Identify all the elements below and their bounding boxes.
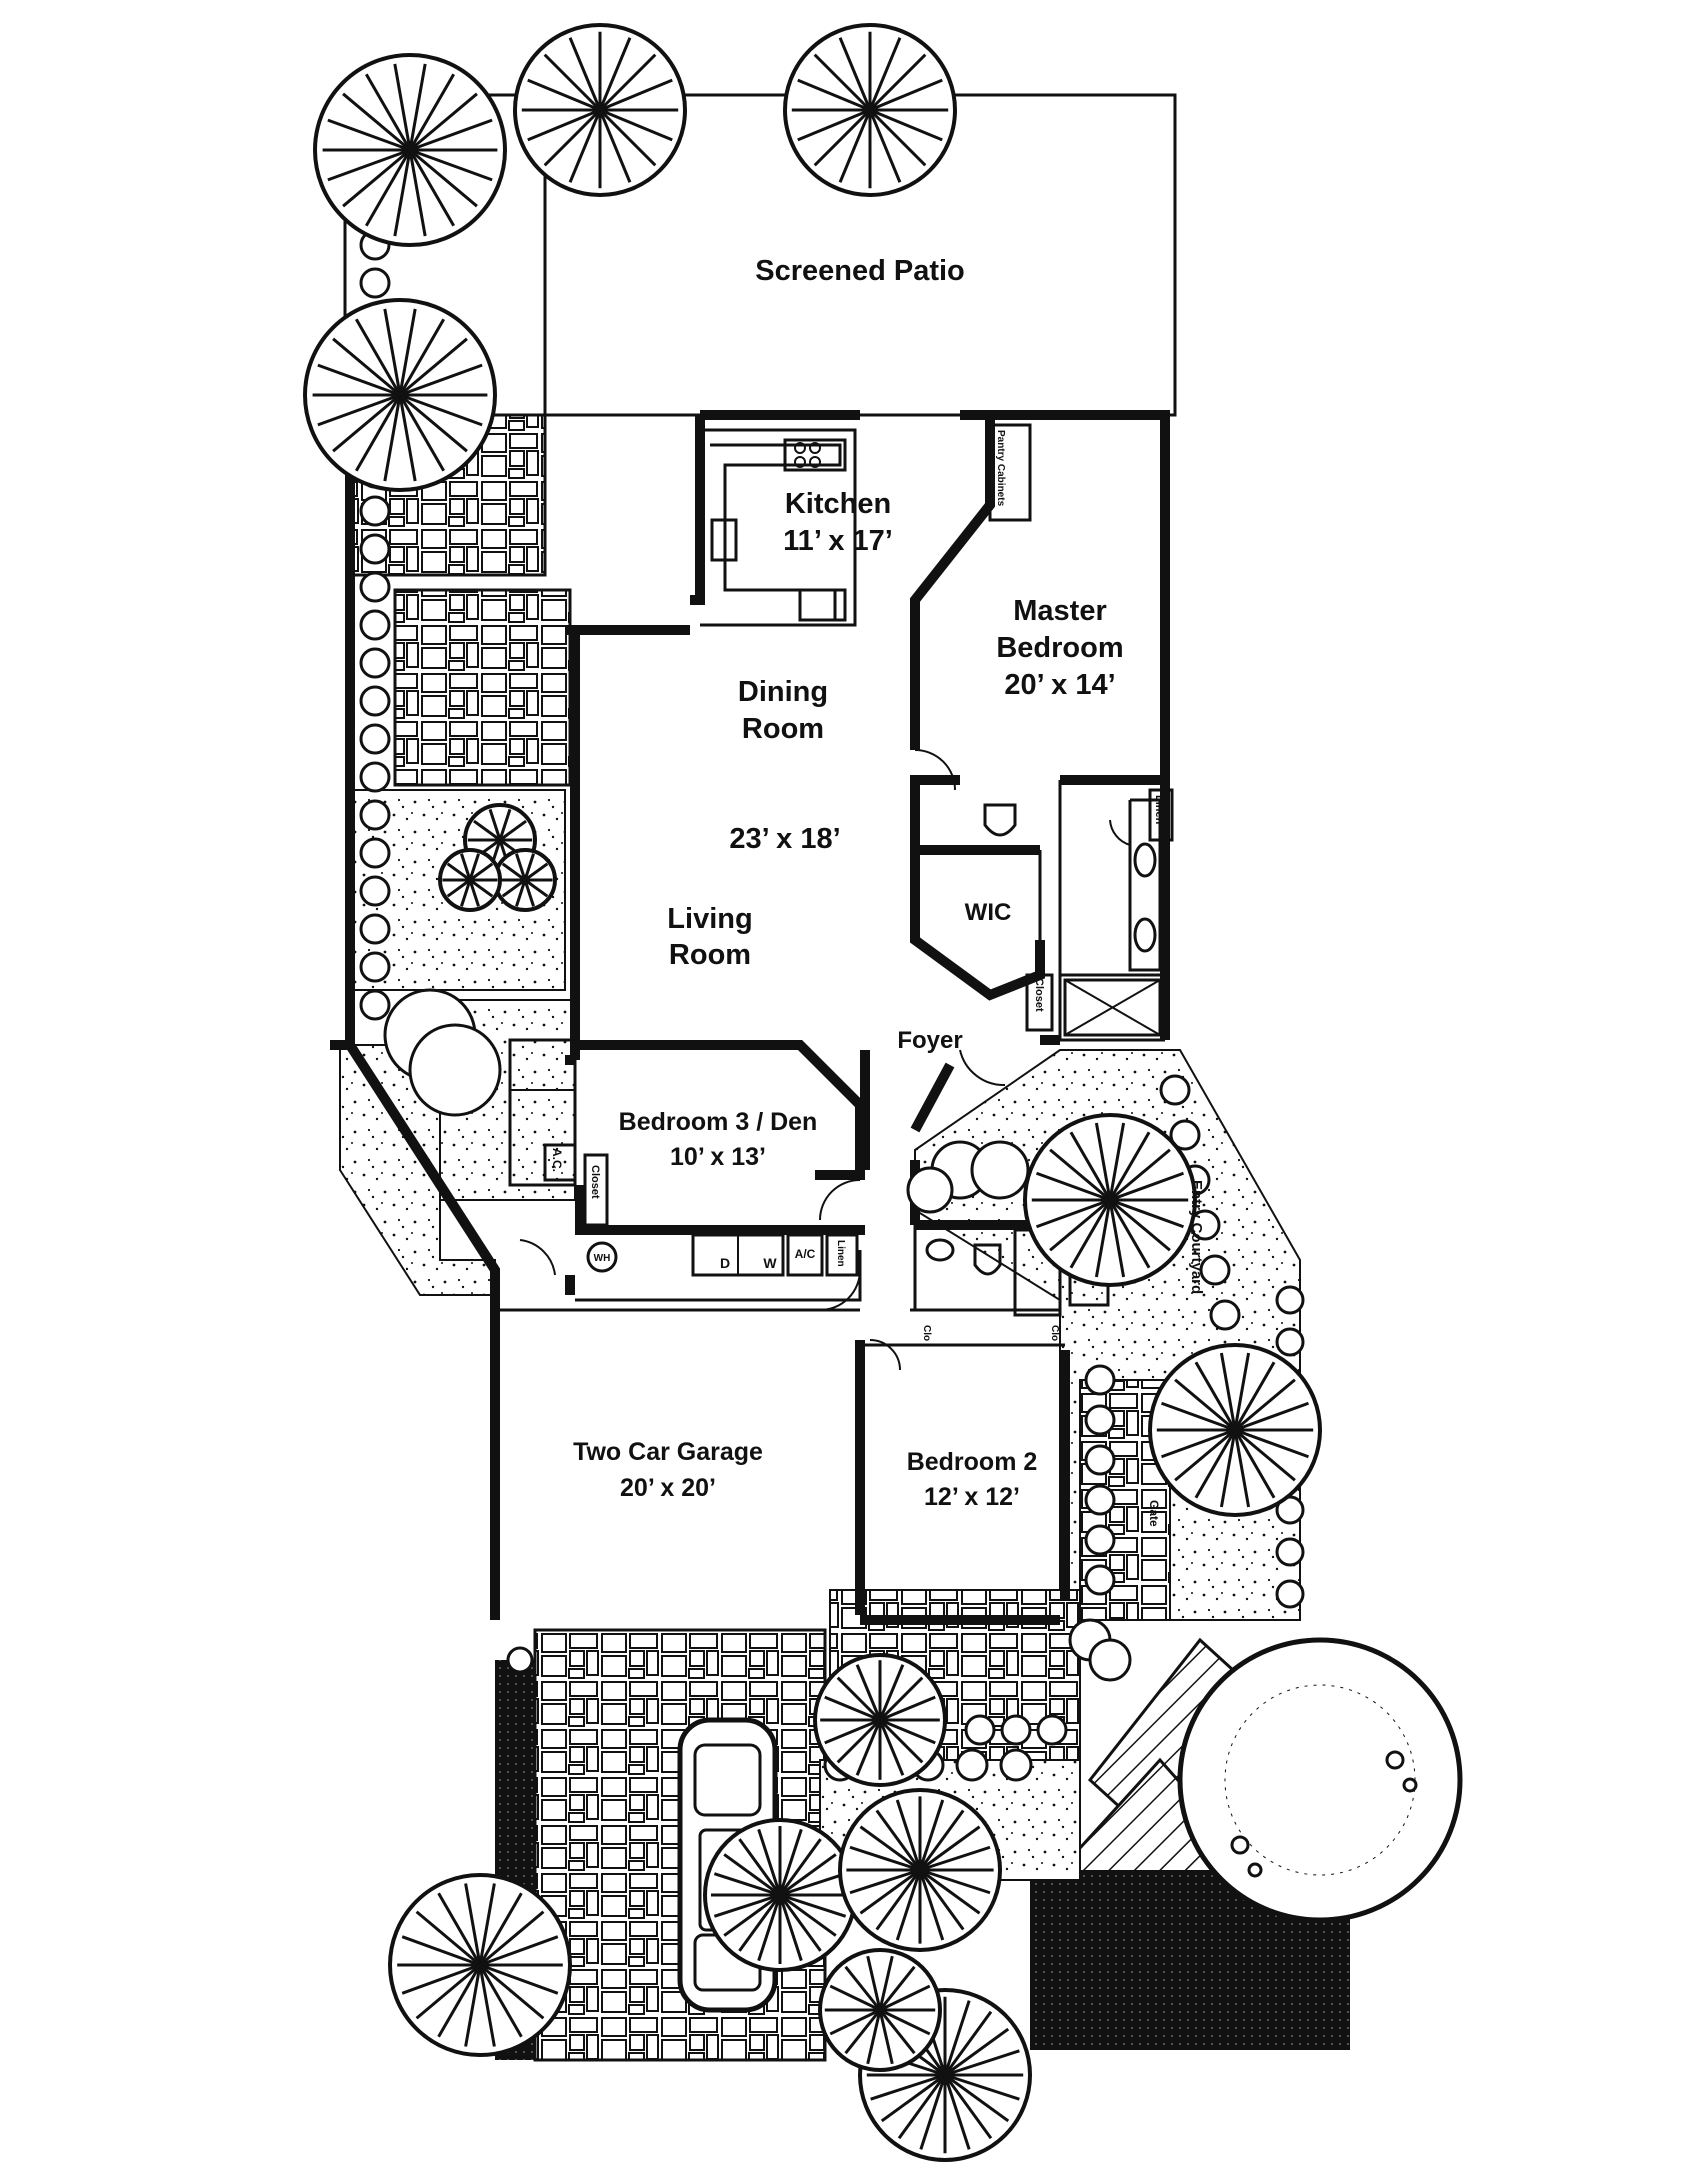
label-living-2: Room <box>669 939 751 971</box>
label-screened-patio: Screened Patio <box>755 255 965 287</box>
tree-icon <box>813 1653 947 1787</box>
tree-icon <box>1023 1113 1197 1287</box>
shrub-icon <box>1084 1564 1116 1596</box>
tree-icon <box>493 848 557 912</box>
shrub-icon <box>359 495 391 527</box>
label-closet-b2-right: Clo <box>1049 1325 1060 1341</box>
shrub-icon <box>1159 1074 1191 1106</box>
label-bedroom3: Bedroom 3 / Den <box>619 1108 818 1136</box>
shrub-icon <box>359 533 391 565</box>
tree-icon <box>703 1818 857 1972</box>
shrub-icon <box>359 799 391 831</box>
shrub-icon <box>506 1646 534 1674</box>
label-linen-hall: Linen <box>835 1240 846 1267</box>
label-dining-2: Room <box>742 713 824 745</box>
tree-group <box>303 23 1322 2162</box>
shrub-icon <box>359 571 391 603</box>
shrub-icon <box>359 837 391 869</box>
tree-icon <box>818 1948 942 2072</box>
label-kitchen-dim: 11’ x 17’ <box>783 525 893 557</box>
label-bedroom2-dim: 12’ x 12’ <box>924 1483 1020 1511</box>
shrub-icon <box>1169 1119 1201 1151</box>
shrub-icon <box>359 761 391 793</box>
shrub-icon <box>359 723 391 755</box>
label-dining-1: Dining <box>738 676 828 708</box>
label-kitchen: Kitchen <box>785 488 891 520</box>
shrub-icon <box>1088 1638 1132 1682</box>
shrub-icon <box>1199 1254 1231 1286</box>
shrub-icon <box>1209 1299 1241 1331</box>
label-entry-courtyard: Entry Courtyard <box>1188 1180 1205 1294</box>
shrub-icon <box>1275 1537 1305 1567</box>
label-master-bedroom-2: Bedroom <box>996 632 1123 664</box>
label-gate: Gate <box>1147 1500 1161 1527</box>
label-linen-master: Linen <box>1153 795 1165 825</box>
label-garage: Two Car Garage <box>573 1438 763 1466</box>
label-master-bedroom-dim: 20’ x 14’ <box>1004 669 1115 701</box>
shrub-icon <box>1036 1714 1068 1746</box>
label-water-heater: WH <box>594 1253 611 1264</box>
shrub-icon <box>964 1714 996 1746</box>
tree-icon <box>513 23 687 197</box>
label-dryer: D <box>720 1255 730 1271</box>
label-washer: W <box>763 1255 777 1271</box>
shrub-icon <box>1084 1364 1116 1396</box>
shrub-icon <box>955 1748 989 1782</box>
tree-icon <box>838 1788 1002 1952</box>
label-great-room-dim: 23’ x 18’ <box>729 823 840 855</box>
label-ac-closet: A/C <box>795 1247 816 1261</box>
label-foyer: Foyer <box>897 1027 962 1054</box>
shrub-icon <box>1084 1524 1116 1556</box>
spa <box>1177 1637 1463 1923</box>
tree-icon <box>313 53 507 247</box>
shrub-icon <box>1084 1404 1116 1436</box>
label-living-1: Living <box>667 903 752 935</box>
door-swings <box>519 749 1131 1371</box>
label-wic: WIC <box>965 899 1012 926</box>
shrub-icon <box>999 1748 1033 1782</box>
shrub-icon <box>359 609 391 641</box>
shrub-icon <box>359 951 391 983</box>
shrub-icon <box>359 913 391 945</box>
shrub-icon <box>1275 1327 1305 1357</box>
shrub-icon <box>359 267 391 299</box>
label-pantry: Pantry Cabinets <box>995 430 1006 507</box>
label-master-bedroom-1: Master <box>1013 595 1107 627</box>
shrub-icon <box>359 875 391 907</box>
fixtures <box>508 423 1174 1307</box>
label-closet-master: Closet <box>1033 978 1045 1012</box>
shrub-icon <box>1084 1484 1116 1516</box>
label-ac-unit: A.C. <box>550 1148 564 1172</box>
tree-icon <box>438 848 502 912</box>
shrub-icon <box>906 1166 954 1214</box>
shrub-icon <box>359 647 391 679</box>
shrub-icon <box>1084 1444 1116 1476</box>
tree-icon <box>783 23 957 197</box>
shrub-icon <box>1275 1579 1305 1609</box>
label-closet-b2-left: Clo <box>921 1325 932 1341</box>
tree-icon <box>1148 1343 1322 1517</box>
shrub-icon <box>359 685 391 717</box>
shrub-icon <box>408 1023 502 1117</box>
label-closet-den: Closet <box>589 1165 601 1199</box>
shrub-icon <box>970 1140 1030 1200</box>
label-bedroom2: Bedroom 2 <box>907 1448 1038 1476</box>
shrub-icon <box>359 989 391 1021</box>
tree-icon <box>388 1873 572 2057</box>
shrub-icon <box>1000 1714 1032 1746</box>
tree-icon <box>303 298 497 492</box>
label-bedroom3-dim: 10’ x 13’ <box>670 1143 766 1171</box>
shrub-icon <box>1275 1285 1305 1315</box>
label-garage-dim: 20’ x 20’ <box>620 1474 716 1502</box>
